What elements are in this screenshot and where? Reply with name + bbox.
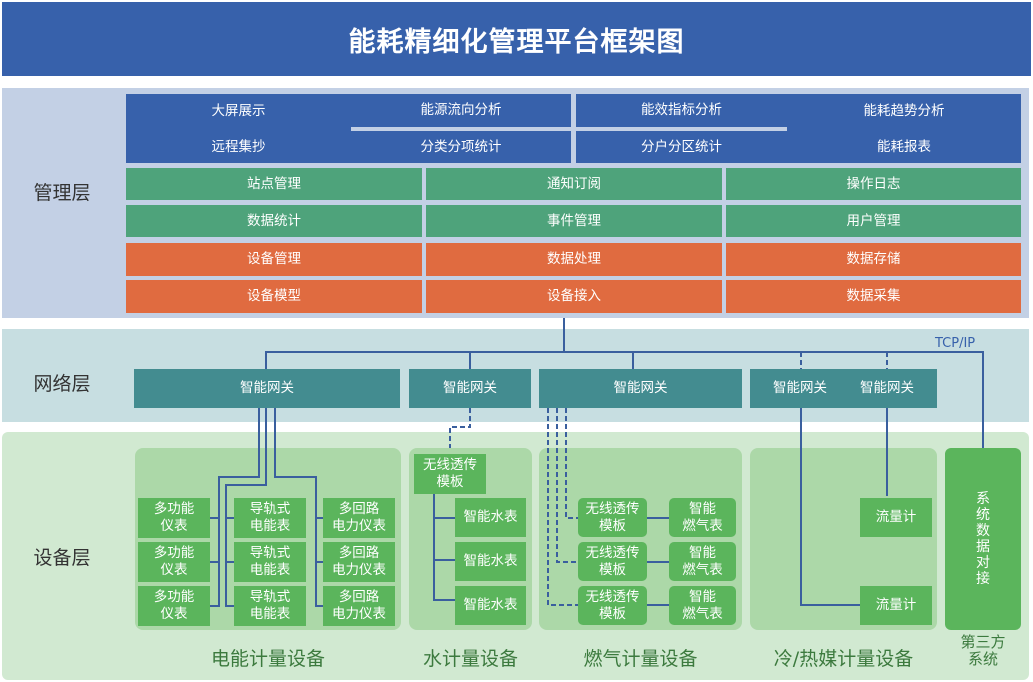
- gateway-heat-2[interactable]: 智能网关: [860, 380, 914, 397]
- smart-gas-meter[interactable]: 智能 燃气表: [669, 498, 736, 537]
- third-party-box[interactable]: [945, 448, 1021, 630]
- module-data-processing[interactable]: 数据处理: [426, 243, 722, 276]
- smart-gas-meter[interactable]: 智能 燃气表: [669, 542, 736, 581]
- smart-water-meter[interactable]: 智能水表: [455, 498, 526, 537]
- smart-water-meter[interactable]: 智能水表: [455, 586, 526, 625]
- gas-wireless-module[interactable]: 无线透传 模板: [578, 542, 647, 581]
- module-energy-flow[interactable]: 能源流向分析: [420, 102, 502, 119]
- gateway-gas[interactable]: 智能网关: [539, 369, 742, 408]
- module-notification-subscription[interactable]: 通知订阅: [426, 168, 722, 200]
- module-data-storage[interactable]: 数据存储: [726, 243, 1021, 276]
- analysis-divider-horizontal: [351, 127, 787, 131]
- multifunction-meter[interactable]: 多功能 仪表: [138, 542, 210, 582]
- tcp-ip-label: TCP/IP: [935, 336, 976, 351]
- electric-category-label: 电能计量设备: [210, 648, 325, 670]
- multi-circuit-meter[interactable]: 多回路 电力仪表: [323, 498, 395, 538]
- flow-meter[interactable]: 流量计: [860, 586, 932, 625]
- device-layer-label: 设备层: [33, 547, 91, 569]
- module-consumption-trend[interactable]: 能耗趋势分析: [863, 102, 945, 119]
- multi-circuit-meter[interactable]: 多回路 电力仪表: [323, 542, 395, 582]
- module-remote-reading[interactable]: 远程集抄: [211, 138, 266, 155]
- multifunction-meter[interactable]: 多功能 仪表: [138, 586, 210, 626]
- module-device-access[interactable]: 设备接入: [426, 280, 722, 313]
- water-category-label: 水计量设备: [422, 648, 518, 670]
- gas-wireless-module[interactable]: 无线透传 模板: [578, 498, 647, 537]
- module-data-collection[interactable]: 数据采集: [726, 280, 1021, 313]
- module-device-management[interactable]: 设备管理: [126, 243, 422, 276]
- network-layer-label: 网络层: [33, 373, 91, 395]
- module-big-screen[interactable]: 大屏展示: [211, 102, 266, 119]
- flow-meter[interactable]: 流量计: [860, 498, 932, 537]
- multifunction-meter[interactable]: 多功能 仪表: [138, 498, 210, 538]
- module-site-management[interactable]: 站点管理: [126, 168, 422, 200]
- module-category-stats[interactable]: 分类分项统计: [420, 138, 502, 155]
- din-rail-meter[interactable]: 导轨式 电能表: [234, 542, 306, 582]
- gateway-electric[interactable]: 智能网关: [134, 369, 400, 408]
- management-layer-label: 管理层: [33, 182, 91, 204]
- module-device-model[interactable]: 设备模型: [126, 280, 422, 313]
- gateway-heat-1[interactable]: 智能网关: [773, 380, 827, 397]
- heat-category-label: 冷/热媒计量设备: [773, 648, 914, 670]
- diagram-title: 能耗精细化管理平台框架图: [2, 2, 1031, 76]
- module-efficiency-index[interactable]: 能效指标分析: [641, 102, 722, 119]
- din-rail-meter[interactable]: 导轨式 电能表: [234, 498, 306, 538]
- module-data-statistics[interactable]: 数据统计: [126, 205, 422, 237]
- third-party-box-label: 系 统 数 据 对 接: [976, 490, 990, 588]
- smart-water-meter[interactable]: 智能水表: [455, 542, 526, 581]
- module-user-management[interactable]: 用户管理: [726, 205, 1021, 237]
- module-zone-stats[interactable]: 分户分区统计: [641, 138, 722, 155]
- gas-category-label: 燃气计量设备: [583, 648, 698, 670]
- smart-gas-meter[interactable]: 智能 燃气表: [669, 586, 736, 625]
- module-event-management[interactable]: 事件管理: [426, 205, 722, 237]
- gas-wireless-module[interactable]: 无线透传 模板: [578, 586, 647, 625]
- gateway-water[interactable]: 智能网关: [409, 369, 531, 408]
- din-rail-meter[interactable]: 导轨式 电能表: [234, 586, 306, 626]
- water-wireless-module[interactable]: 无线透传 模板: [414, 454, 486, 494]
- module-operation-log[interactable]: 操作日志: [726, 168, 1021, 200]
- third-party-category-label: 第三方 系统: [960, 633, 1006, 668]
- multi-circuit-meter[interactable]: 多回路 电力仪表: [323, 586, 395, 626]
- module-energy-report[interactable]: 能耗报表: [877, 138, 931, 155]
